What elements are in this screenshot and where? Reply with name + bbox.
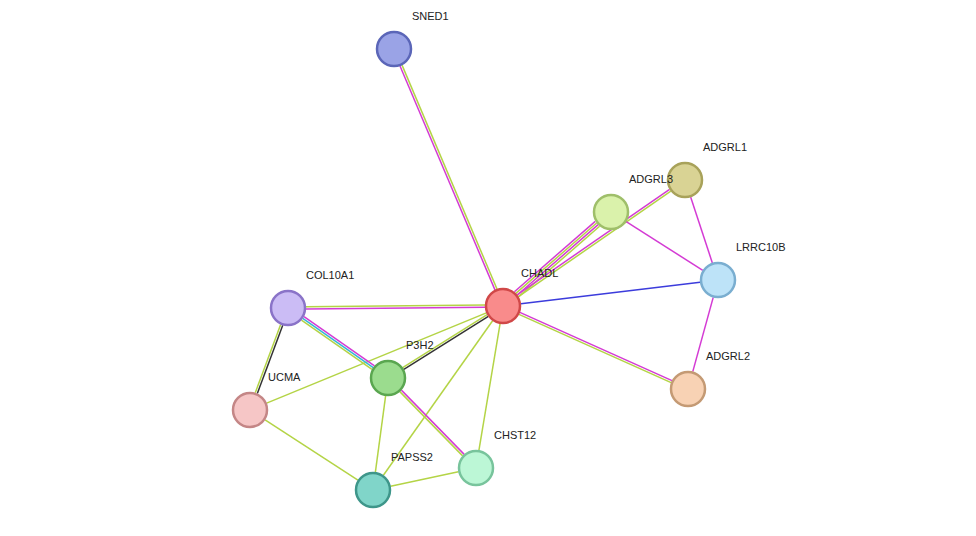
protein-node: COL10A1	[270, 290, 306, 326]
interaction-edge	[306, 305, 485, 309]
node-circle	[376, 31, 412, 67]
node-circle	[700, 262, 736, 298]
interaction-edge	[400, 65, 497, 290]
protein-label: ADGRL1	[703, 141, 747, 154]
evidence-line	[375, 396, 385, 472]
interaction-edge	[267, 313, 487, 403]
interaction-edge	[691, 197, 713, 263]
protein-node: P3H2	[370, 360, 406, 396]
protein-node: ADGRL3	[593, 194, 629, 230]
evidence-line	[301, 320, 372, 369]
interaction-edge	[517, 189, 671, 296]
interaction-edge	[391, 472, 459, 486]
evidence-line	[514, 221, 595, 291]
node-circle	[593, 194, 629, 230]
protein-label: CHST12	[494, 429, 536, 442]
evidence-line	[626, 222, 703, 271]
interaction-edge	[403, 315, 489, 370]
protein-label: ADGRL3	[629, 173, 673, 186]
evidence-line	[518, 191, 670, 297]
evidence-line	[303, 318, 374, 367]
protein-label: UCMA	[268, 371, 300, 384]
evidence-line	[404, 316, 488, 369]
evidence-line	[267, 313, 487, 403]
interaction-edge	[514, 221, 599, 296]
evidence-line	[304, 317, 375, 366]
protein-node: ADGRL2	[670, 371, 706, 407]
protein-label: LRRC10B	[736, 241, 786, 254]
protein-node: UCMA	[232, 392, 268, 428]
node-circle	[485, 288, 521, 324]
protein-label: ADGRL2	[706, 350, 750, 363]
evidence-line	[520, 312, 672, 380]
protein-label: PAPSS2	[391, 451, 433, 464]
protein-node: PAPSS2	[355, 472, 391, 508]
protein-node: SNED1	[376, 31, 412, 67]
evidence-line	[516, 223, 597, 293]
interaction-edge	[626, 222, 703, 271]
interaction-edge	[301, 317, 374, 370]
evidence-line	[391, 472, 459, 486]
interaction-edge	[400, 390, 464, 456]
interaction-edge	[375, 396, 385, 472]
evidence-line	[402, 65, 497, 289]
interaction-edge	[265, 420, 358, 480]
evidence-line	[400, 66, 495, 290]
evidence-line	[401, 390, 464, 454]
evidence-line	[403, 315, 487, 368]
evidence-line	[517, 225, 598, 295]
protein-label: COL10A1	[306, 269, 354, 282]
evidence-line	[400, 392, 463, 456]
interaction-edge	[521, 282, 700, 304]
node-circle	[355, 472, 391, 508]
protein-node: CHADL	[485, 288, 521, 324]
evidence-line	[306, 305, 485, 307]
protein-node: LRRC10B	[700, 262, 736, 298]
evidence-line	[306, 307, 485, 309]
node-circle	[458, 450, 494, 486]
protein-label: CHADL	[521, 267, 558, 280]
evidence-line	[257, 325, 282, 393]
node-circle	[232, 392, 268, 428]
evidence-line	[265, 420, 358, 480]
node-circle	[270, 290, 306, 326]
interaction-edge	[519, 312, 672, 382]
protein-node: CHST12	[458, 450, 494, 486]
protein-label: P3H2	[406, 339, 434, 352]
protein-label: SNED1	[412, 10, 449, 23]
interaction-edge	[255, 324, 282, 393]
evidence-line	[517, 189, 669, 295]
node-circle	[370, 360, 406, 396]
node-circle	[670, 371, 706, 407]
evidence-line	[519, 314, 671, 382]
evidence-line	[521, 282, 700, 304]
evidence-line	[691, 197, 713, 263]
